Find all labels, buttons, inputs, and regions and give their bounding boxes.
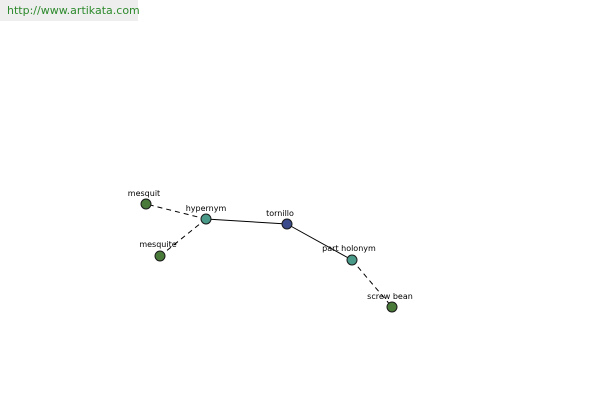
node-dot-hypernym[interactable] bbox=[200, 213, 212, 225]
url-link[interactable]: http://www.artikata.com bbox=[7, 4, 140, 17]
node-part-holonym[interactable]: part holonym bbox=[322, 244, 376, 266]
nodes-layer: tornillo hypernym part holonym mesquit mesqu… bbox=[128, 189, 413, 313]
node-label-hypernym: hypernym bbox=[186, 204, 227, 213]
node-screw-bean[interactable]: screw bean bbox=[367, 292, 413, 313]
edge-part-holonym-screw-bean bbox=[351, 259, 393, 308]
node-label-part-holonym: part holonym bbox=[322, 244, 376, 253]
edge-hypernym-mesquite bbox=[159, 218, 207, 257]
node-tornillo[interactable]: tornillo bbox=[266, 209, 294, 230]
url-banner: http://www.artikata.com bbox=[0, 0, 140, 21]
node-label-mesquite: mesquite bbox=[139, 240, 176, 249]
edges-layer bbox=[145, 203, 393, 308]
node-mesquit[interactable]: mesquit bbox=[128, 189, 160, 210]
node-label-screw-bean: screw bean bbox=[367, 292, 413, 301]
node-dot-part-holonym[interactable] bbox=[346, 254, 358, 266]
node-dot-mesquite[interactable] bbox=[154, 250, 166, 262]
edge-tornillo-part-holonym bbox=[286, 223, 353, 261]
edge-tornillo-hypernym bbox=[205, 218, 288, 225]
node-dot-tornillo[interactable] bbox=[281, 218, 293, 230]
node-dot-screw-bean[interactable] bbox=[386, 301, 398, 313]
node-dot-mesquit[interactable] bbox=[140, 198, 152, 210]
edge-hypernym-mesquit bbox=[145, 203, 207, 220]
node-hypernym[interactable]: hypernym bbox=[186, 204, 227, 225]
node-label-tornillo: tornillo bbox=[266, 209, 294, 218]
node-mesquite[interactable]: mesquite bbox=[139, 240, 177, 262]
node-label-mesquit: mesquit bbox=[128, 189, 160, 198]
